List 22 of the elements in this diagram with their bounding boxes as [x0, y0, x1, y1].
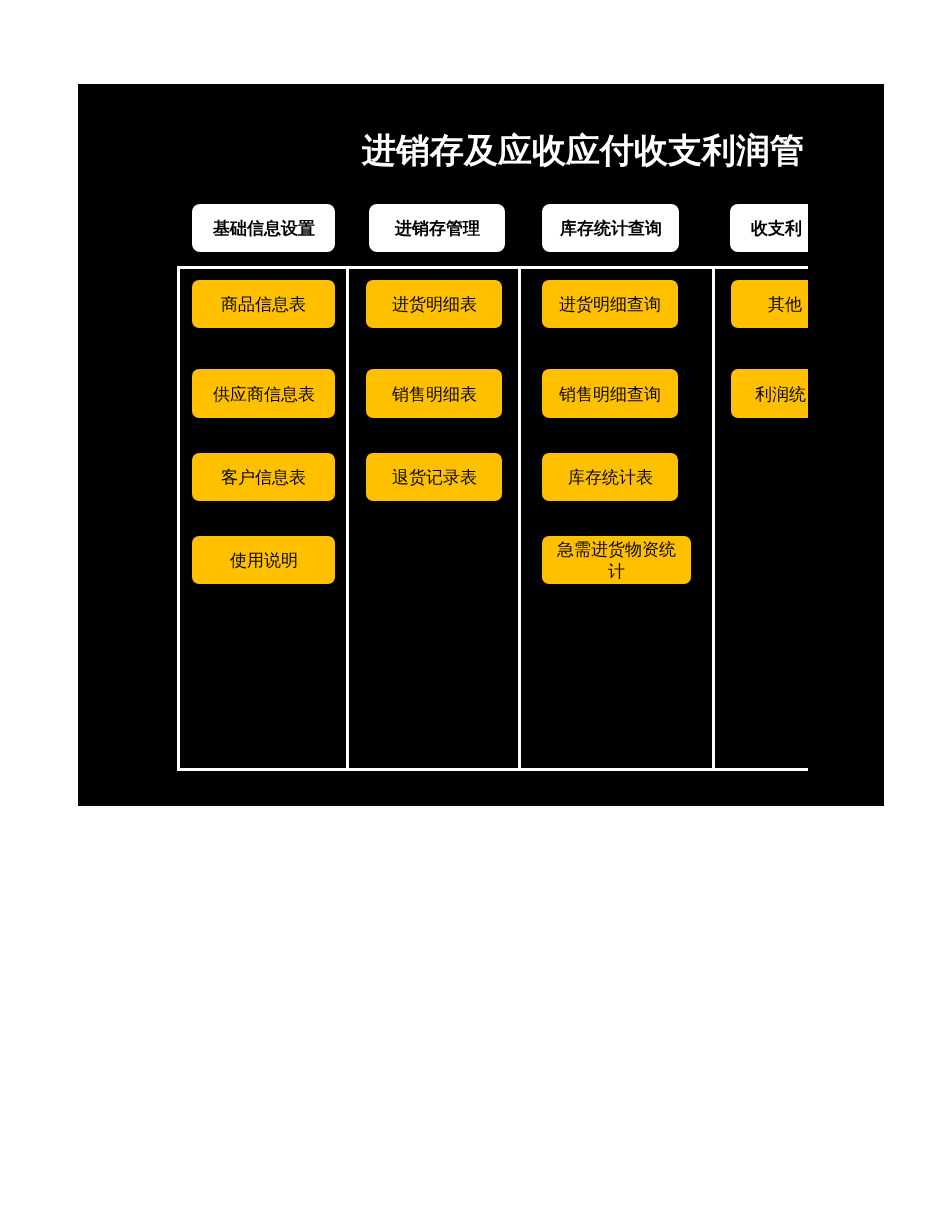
- menu-item: 供应商信息表: [192, 369, 335, 418]
- menu-item: 利润统: [731, 369, 808, 418]
- menu-item: 库存统计表: [542, 453, 678, 501]
- section-header: 库存统计查询: [542, 204, 679, 252]
- section-header: 进销存管理: [369, 204, 505, 252]
- section-header: 基础信息设置: [192, 204, 335, 252]
- column-panel: [349, 266, 521, 771]
- menu-item: 退货记录表: [366, 453, 502, 501]
- section-header: 收支利: [730, 204, 808, 252]
- menu-item: 急需进货物资统计: [542, 536, 691, 584]
- menu-item: 进货明细查询: [542, 280, 678, 328]
- menu-item: 使用说明: [192, 536, 335, 584]
- column-panel: [521, 266, 715, 771]
- menu-item: 销售明细表: [366, 369, 502, 418]
- menu-item: 进货明细表: [366, 280, 502, 328]
- column-panel: [177, 266, 349, 771]
- menu-item: 销售明细查询: [542, 369, 678, 418]
- menu-item: 其他: [731, 280, 808, 328]
- menu-item: 商品信息表: [192, 280, 335, 328]
- menu-item: 客户信息表: [192, 453, 335, 501]
- diagram-title: 进销存及应收应付收支利润管: [362, 130, 804, 170]
- column-panel: [715, 266, 808, 771]
